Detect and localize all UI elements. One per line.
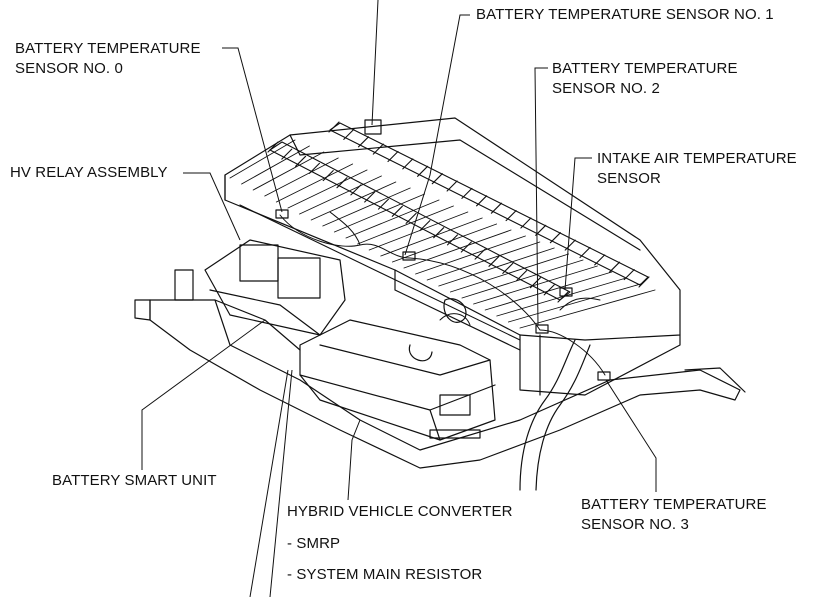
label-intake-air: INTAKE AIR TEMPERATURE SENSOR (597, 149, 797, 189)
converter-box (299, 298, 496, 441)
label-smart-unit-text: BATTERY SMART UNIT (52, 472, 217, 489)
label-smr-resistor-text: - SYSTEM MAIN RESISTOR (287, 566, 483, 583)
label-sensor-0-line2: SENSOR NO. 0 (15, 60, 123, 77)
label-sensor-3: BATTERY TEMPERATURE SENSOR NO. 3 (581, 495, 767, 535)
leader-sensor-1 (404, 14, 470, 256)
label-sensor-0-line1: BATTERY TEMPERATURE (15, 40, 201, 57)
sensor-connectors (275, 119, 611, 381)
label-sensor-2-line2: SENSOR NO. 2 (552, 80, 660, 97)
intake-duct (519, 339, 591, 491)
label-converter-text: HYBRID VEHICLE CONVERTER (287, 503, 513, 520)
leader-converter (347, 419, 361, 501)
label-smrp: - SMRP (287, 534, 340, 554)
hv-relay-body (174, 239, 346, 351)
label-sensor-2-line1: BATTERY TEMPERATURE (552, 60, 738, 77)
label-sensor-3-line2: SENSOR NO. 3 (581, 516, 689, 533)
label-smrp-text: - SMRP (287, 535, 341, 552)
label-hv-relay: HV RELAY ASSEMBLY (10, 163, 168, 183)
leader-sensor-3 (605, 379, 657, 492)
leader-sensor-0 (222, 47, 283, 213)
label-hv-relay-text: HV RELAY ASSEMBLY (10, 164, 168, 181)
leader-lines (141, 0, 657, 597)
label-intake-line2: SENSOR (597, 170, 661, 187)
leader-smart-unit (141, 319, 266, 470)
leader-sensor-2 (534, 67, 548, 326)
base-tray (134, 299, 746, 469)
label-sensor-2: BATTERY TEMPERATURE SENSOR NO. 2 (552, 59, 738, 99)
label-sensor-3-line1: BATTERY TEMPERATURE (581, 496, 767, 513)
label-sensor-1: BATTERY TEMPERATURE SENSOR NO. 1 (476, 5, 774, 25)
label-sensor-0: BATTERY TEMPERATURE SENSOR NO. 0 (15, 39, 201, 79)
leader-smrp (269, 369, 293, 597)
leader-intake (564, 157, 592, 291)
label-intake-line1: INTAKE AIR TEMPERATURE (597, 150, 797, 167)
cell-ribs (229, 139, 656, 329)
leader-hv-relay (183, 172, 241, 241)
leader-smr-resistor (249, 369, 289, 597)
leader-top (371, 0, 379, 126)
label-converter: HYBRID VEHICLE CONVERTER (287, 502, 513, 522)
sensor-harness (279, 211, 606, 376)
label-sensor-1-text: BATTERY TEMPERATURE SENSOR NO. 1 (476, 6, 774, 23)
label-smr-resistor: - SYSTEM MAIN RESISTOR (287, 565, 482, 585)
label-smart-unit: BATTERY SMART UNIT (52, 471, 217, 491)
